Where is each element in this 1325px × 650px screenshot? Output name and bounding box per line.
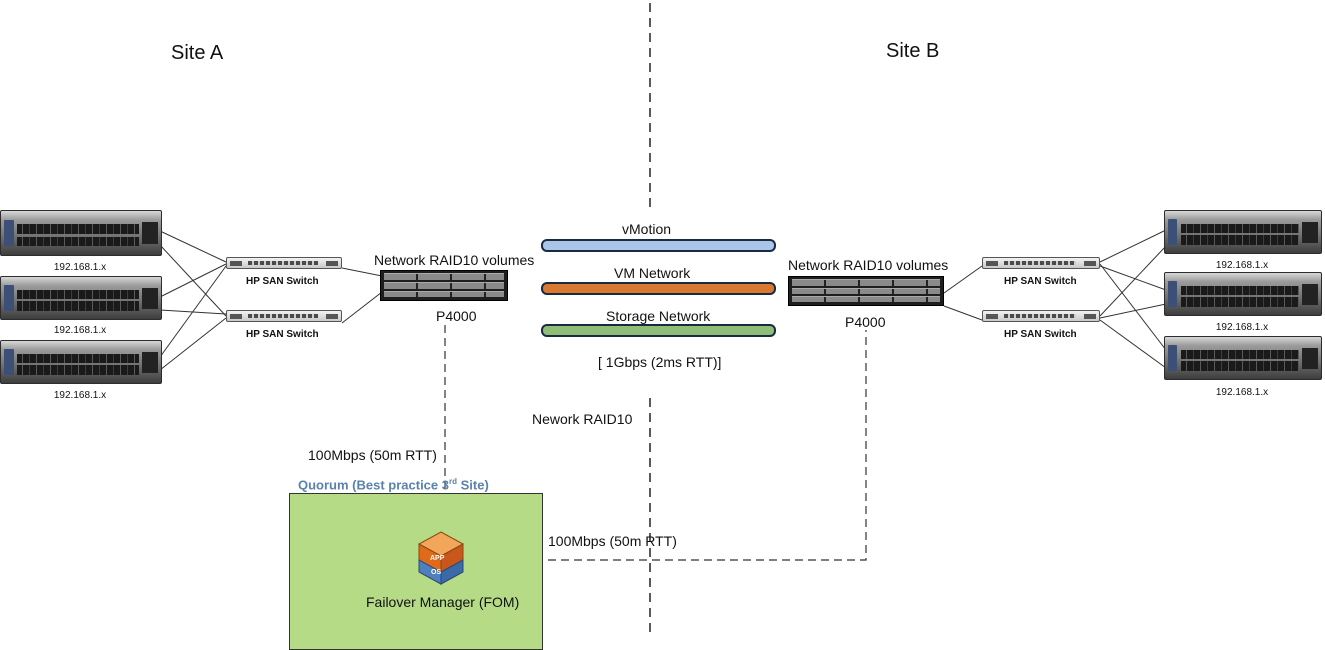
link-speed-label: [ 1Gbps (2ms RTT)] [598,354,722,370]
server-ip: 192.168.1.x [1215,260,1269,271]
san-switch-icon [982,310,1100,322]
storage-network-label: Storage Network [606,308,711,324]
server-ip: 192.168.1.x [53,390,107,401]
fom-appliance-icon: APP OS [417,531,465,585]
storage-title: Network RAID10 volumes [788,257,949,273]
server-icon [1164,336,1322,380]
server-ip: 192.168.1.x [1215,387,1269,398]
server-icon [0,276,162,320]
fom-label: Failover Manager (FOM) [366,594,520,610]
quorum-title: Quorum (Best practice 3rd Site) [298,477,489,493]
server-icon [0,340,162,384]
server-icon [0,210,162,256]
storage-title: Network RAID10 volumes [374,252,535,268]
site-b-title: Site B [886,40,940,62]
storage-network-link [541,324,776,337]
site-b-server-links [943,229,1167,369]
san-switch-label: HP SAN Switch [246,276,319,287]
san-switch-icon [226,257,342,269]
p4000-storage-icon [380,270,508,301]
vmotion-link [541,239,776,252]
server-ip: 192.168.1.x [1215,322,1269,333]
san-switch-icon [982,257,1100,269]
vm-network-link [541,282,776,295]
p4000-storage-icon [788,276,944,306]
vm-network-label: VM Network [614,265,691,281]
site-a-server-links [159,230,383,371]
vmotion-label: vMotion [622,221,672,237]
fom-icon-app-text: APP [430,555,445,562]
server-ip: 192.168.1.x [53,325,107,336]
san-switch-label: HP SAN Switch [246,329,319,340]
server-icon [1164,210,1322,254]
fom-icon-os-text: OS [431,569,441,576]
san-switch-label: HP SAN Switch [1004,276,1077,287]
site-a-title: Site A [171,42,224,64]
raid-label: Nework RAID10 [532,411,633,427]
san-switch-icon [226,310,342,322]
storage-name: P4000 [845,314,886,330]
san-switch-label: HP SAN Switch [1004,329,1077,340]
wan-right-label: 100Mbps (50m RTT) [548,533,677,549]
storage-name: P4000 [436,308,477,324]
server-icon [1164,272,1322,316]
wan-left-label: 100Mbps (50m RTT) [308,447,437,463]
server-ip: 192.168.1.x [53,262,107,273]
